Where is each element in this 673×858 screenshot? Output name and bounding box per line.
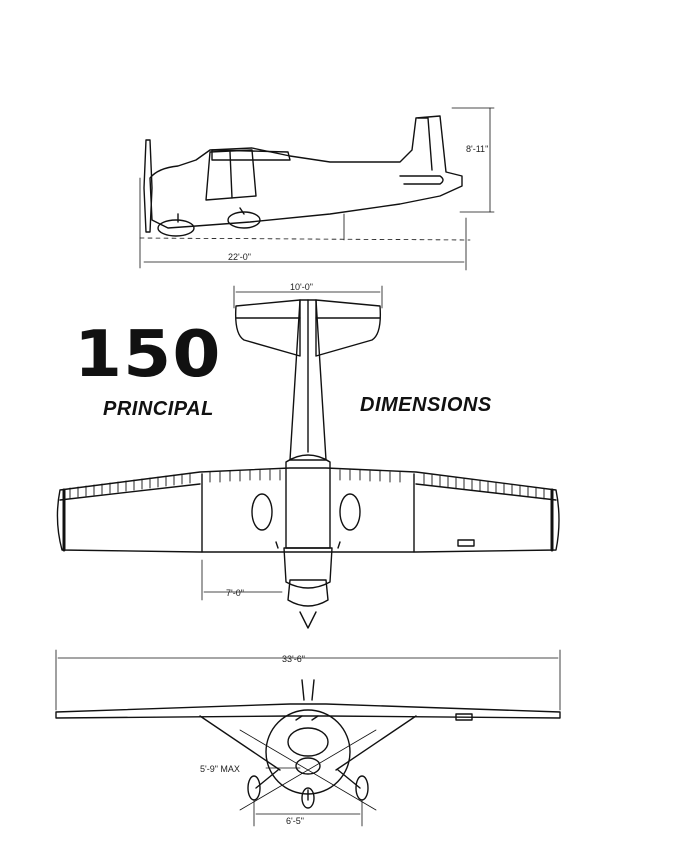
length-label: 22'-0" bbox=[228, 252, 251, 262]
leading-edge-ribs bbox=[69, 469, 545, 500]
nose-wheel bbox=[157, 219, 195, 237]
wing-side bbox=[211, 149, 291, 161]
stabilizer-span-label: 10'-0" bbox=[290, 282, 313, 292]
horizontal-stabilizer bbox=[234, 299, 382, 357]
main-wheel bbox=[227, 211, 261, 229]
spinner bbox=[299, 611, 317, 629]
model-number: 150 bbox=[74, 318, 222, 392]
top-view bbox=[56, 285, 560, 629]
fuselage-front bbox=[265, 709, 351, 795]
propeller-side bbox=[143, 139, 153, 233]
height-label: 8'-11" bbox=[466, 144, 488, 154]
cabin-top bbox=[285, 454, 331, 549]
title-principal: PRINCIPAL bbox=[103, 398, 214, 420]
root-to-gear-label: 7'-0" bbox=[226, 588, 244, 598]
side-view bbox=[139, 107, 495, 271]
wing-front bbox=[55, 703, 561, 719]
wing-planform bbox=[56, 467, 560, 553]
prop-clearance-label: 5'-9" MAX bbox=[200, 764, 240, 774]
title-dimensions: DIMENSIONS bbox=[360, 394, 492, 416]
fuselage-side bbox=[149, 115, 463, 229]
wing-struts bbox=[199, 715, 417, 771]
cowling-top bbox=[283, 547, 333, 589]
front-view bbox=[55, 649, 561, 827]
tread-label: 6'-5" bbox=[286, 816, 304, 826]
wing-span-label: 33'-6" bbox=[282, 654, 305, 664]
